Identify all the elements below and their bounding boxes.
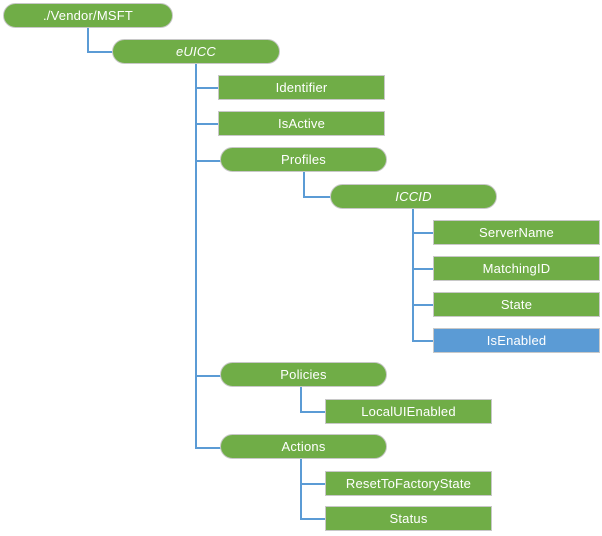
node-status[interactable]: Status: [325, 506, 492, 531]
node-matchingid[interactable]: MatchingID: [433, 256, 600, 281]
connector-iccid-trunk: [412, 209, 414, 342]
node-actions[interactable]: Actions: [220, 434, 387, 459]
connector-euicc-identifier: [195, 87, 219, 89]
connector-actions-reset: [300, 483, 326, 485]
connector-euicc-trunk: [195, 63, 197, 448]
node-state[interactable]: State: [433, 292, 600, 317]
connector-euicc-isactive: [195, 123, 219, 125]
node-localuienabled[interactable]: LocalUIEnabled: [325, 399, 492, 424]
node-profiles[interactable]: Profiles: [220, 147, 387, 172]
node-policies[interactable]: Policies: [220, 362, 387, 387]
connector-iccid-server: [412, 232, 434, 234]
node-isenabled[interactable]: IsEnabled: [433, 328, 600, 353]
connector-policies-trunk: [300, 387, 302, 412]
connector-euicc-profiles: [195, 160, 221, 162]
connector-root-to-euicc: [87, 51, 113, 53]
connector-root-trunk: [87, 27, 89, 53]
connector-euicc-actions: [195, 447, 221, 449]
node-root[interactable]: ./Vendor/MSFT: [3, 3, 173, 28]
connector-iccid-matching: [412, 268, 434, 270]
connector-profiles-iccid: [303, 196, 331, 198]
connector-policies-local: [300, 411, 326, 413]
connector-euicc-policies: [195, 375, 221, 377]
node-iccid[interactable]: ICCID: [330, 184, 497, 209]
node-resettofactorystate[interactable]: ResetToFactoryState: [325, 471, 492, 496]
connector-iccid-state: [412, 304, 434, 306]
node-euicc[interactable]: eUICC: [112, 39, 280, 64]
connector-iccid-isenabled: [412, 340, 434, 342]
node-isactive[interactable]: IsActive: [218, 111, 385, 136]
node-identifier[interactable]: Identifier: [218, 75, 385, 100]
connector-profiles-trunk: [303, 172, 305, 197]
connector-actions-trunk: [300, 459, 302, 519]
node-servername[interactable]: ServerName: [433, 220, 600, 245]
connector-actions-status: [300, 518, 326, 520]
